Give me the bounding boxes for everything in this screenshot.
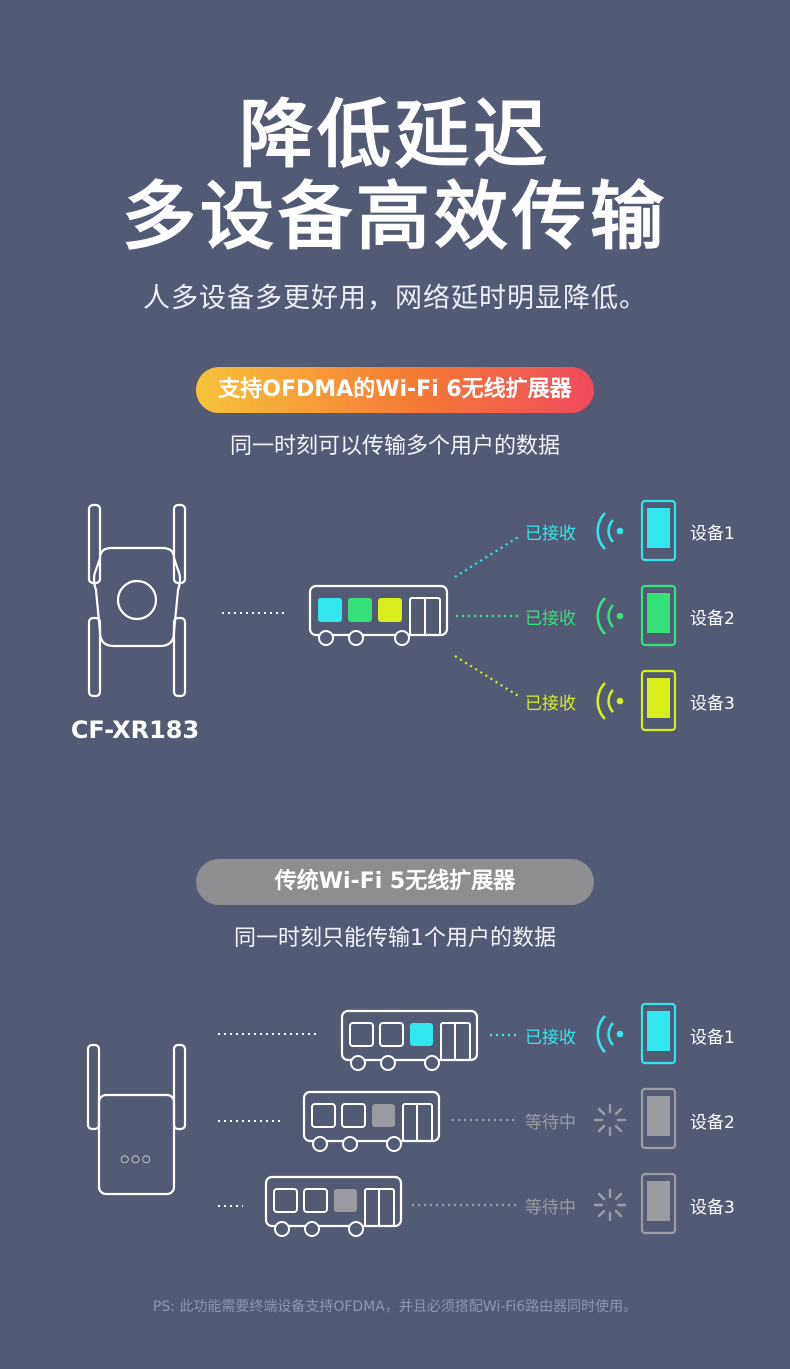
ofdma-device-3 (596, 669, 677, 732)
ofdma-device-1 (596, 499, 677, 562)
legacy-description: 同一时刻只能传输1个用户的数据 (234, 926, 556, 951)
ofdma-device-label-1: 设备1 (690, 524, 735, 544)
extender-dots: ○○○ (120, 1154, 153, 1165)
ofdma-device-2 (596, 584, 677, 647)
wifi6-extender-icon (87, 503, 187, 698)
ofdma-device-label-3: 设备3 (690, 694, 735, 714)
legacy-status-2: 等待中 (525, 1113, 576, 1133)
legacy-bus-3-icon (264, 1175, 403, 1237)
title-line-1: 降低延迟 (239, 92, 551, 178)
legacy-device-2 (593, 1087, 677, 1150)
legacy-pill: 传统Wi-Fi 5无线扩展器 (196, 859, 594, 905)
legacy-device-label-2: 设备2 (690, 1113, 735, 1133)
ofdma-device-label-2: 设备2 (690, 609, 735, 629)
legacy-device-1 (596, 1002, 677, 1065)
ofdma-status-3: 已接收 (525, 694, 576, 714)
ofdma-description: 同一时刻可以传输多个用户的数据 (229, 434, 560, 459)
ofdma-bus-icon (308, 584, 449, 646)
title-line-2: 多设备高效传输 (122, 174, 668, 260)
model-name: CF-XR183 (70, 716, 200, 744)
legacy-device-label-1: 设备1 (690, 1028, 735, 1048)
legacy-status-1: 已接收 (525, 1028, 576, 1048)
legacy-device-label-3: 设备3 (690, 1198, 735, 1218)
footnote: PS: 此功能需要终端设备支持OFDMA，并且必须搭配Wi-Fi6路由器同时使用… (152, 1299, 638, 1315)
legacy-device-3 (593, 1172, 677, 1235)
ofdma-status-1: 已接收 (525, 524, 576, 544)
ofdma-status-2: 已接收 (525, 609, 576, 629)
ofdma-pill: 支持OFDMA的Wi-Fi 6无线扩展器 (196, 367, 594, 413)
loading-spinner-icon (593, 1103, 627, 1137)
legacy-bus-2-icon (302, 1090, 441, 1152)
legacy-status-3: 等待中 (525, 1198, 576, 1218)
subtitle: 人多设备多更好用，网络延时明显降低。 (143, 283, 647, 314)
wifi5-extender-icon (86, 1043, 187, 1196)
loading-spinner-icon (593, 1188, 627, 1222)
legacy-bus-1-icon (340, 1009, 479, 1071)
